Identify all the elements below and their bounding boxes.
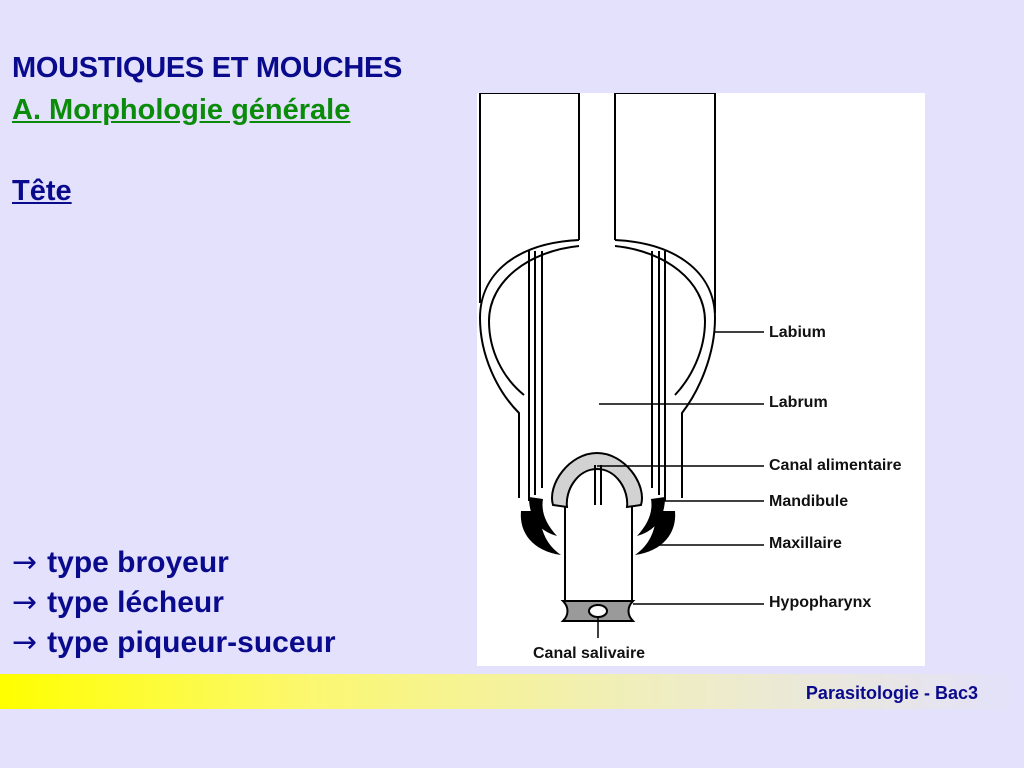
- label-canal-alimentaire: Canal alimentaire: [769, 457, 902, 474]
- list-item: → type piqueur-suceur: [12, 623, 336, 663]
- label-labrum: Labrum: [769, 394, 828, 411]
- footer-gradient-band: [0, 674, 1024, 709]
- maxillaire-right: [635, 511, 676, 555]
- labium-inner: [488, 245, 580, 396]
- mandibule-right: [637, 497, 665, 536]
- slide-subtitle: A. Morphologie générale: [12, 94, 351, 126]
- section-heading: Tête: [12, 175, 72, 207]
- mandibule-left: [529, 497, 557, 536]
- head-tube-left: [479, 93, 580, 303]
- hypopharynx-column: [564, 505, 633, 603]
- list-item: → type broyeur: [12, 543, 336, 583]
- list-item-label: type broyeur: [47, 546, 229, 579]
- label-mandibule: Mandibule: [769, 493, 848, 510]
- mouthpart-type-list: → type broyeur → type lécheur → type piqueu…: [12, 543, 336, 663]
- slide-title: MOUSTIQUES ET MOUCHES: [12, 52, 403, 84]
- footer-text: Parasitologie - Bac3: [805, 683, 978, 703]
- mouthparts-diagram: Labium Labrum Canal alimentaire Mandibul…: [477, 93, 925, 666]
- label-labium: Labium: [769, 324, 826, 341]
- maxillaire-left: [520, 511, 561, 555]
- list-item: → type lécheur: [12, 583, 336, 623]
- labrum-walls: [528, 251, 543, 501]
- right-arrow-icon: →: [12, 625, 38, 660]
- right-arrow-icon: →: [12, 585, 38, 620]
- label-maxillaire: Maxillaire: [769, 535, 842, 552]
- list-item-label: type lécheur: [47, 586, 224, 619]
- list-item-label: type piqueur-suceur: [47, 626, 336, 659]
- canal-salivaire-opening: [588, 604, 608, 618]
- labium-outer: [479, 239, 580, 498]
- head-tube-right: [614, 93, 716, 313]
- right-arrow-icon: →: [12, 545, 38, 580]
- canal-alimentaire-shape: [551, 451, 643, 509]
- label-hypopharynx: Hypopharynx: [769, 594, 871, 611]
- label-canal-salivaire: Canal salivaire: [533, 645, 645, 662]
